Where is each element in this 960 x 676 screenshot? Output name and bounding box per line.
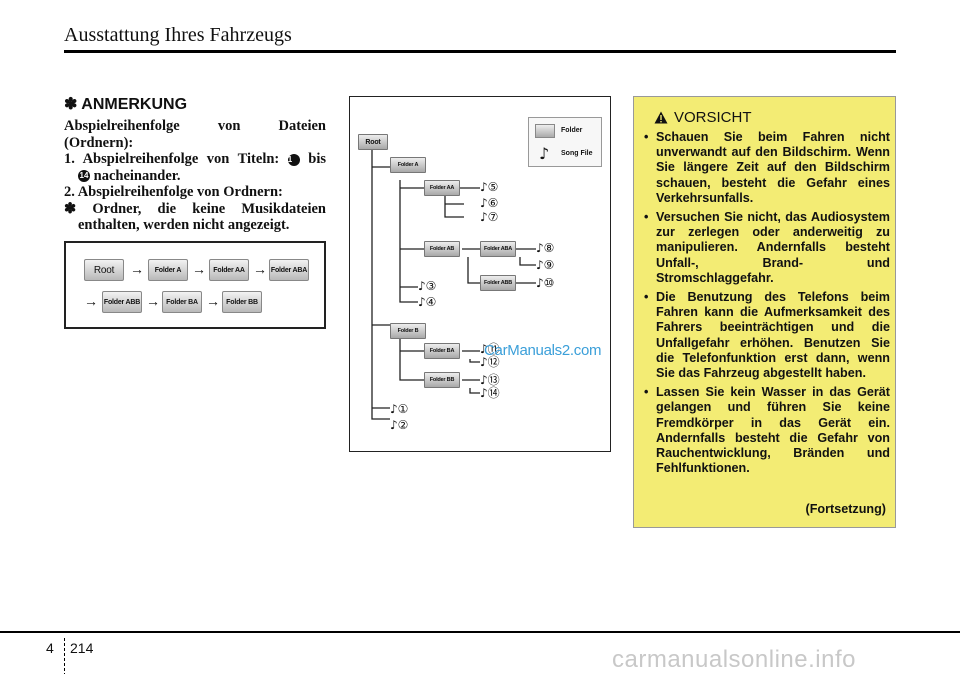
tree-folder-aa: Folder AA — [424, 180, 460, 196]
music-note-icon: ♪ — [539, 144, 550, 163]
tree-connector-lines — [371, 150, 536, 420]
song-1: ♪① — [390, 402, 409, 416]
folder-tree-diagram: Root Folder A Folder AA Folder AB Folder… — [349, 96, 611, 452]
seq-folder-aa: Folder AA — [209, 259, 249, 281]
star-icon: ✽ — [64, 200, 77, 217]
tree-folder-bb: Folder BB — [424, 372, 460, 388]
song-number-end-icon: 14 — [78, 170, 90, 183]
footer-divider — [0, 631, 960, 633]
caution-header: VORSICHT — [654, 109, 752, 126]
song-13: ♪⑬ — [480, 373, 500, 387]
page-header-title: Ausstattung Ihres Fahrzeugs — [64, 24, 292, 46]
tree-folder-ab: Folder AB — [424, 241, 460, 257]
note-item-1-text: 1. Abspielreihenfolge von Titeln: — [64, 151, 280, 167]
note-title: ✽ ANMERKUNG — [64, 94, 326, 114]
seq-folder-ba: Folder BA — [162, 291, 202, 313]
note-item-3-cont: enthalten, werden nicht angezeigt. — [78, 217, 290, 233]
caution-item: Die Benutzung des Telefons beim Fahren k… — [642, 290, 890, 381]
chapter-number: 4 — [46, 640, 54, 656]
carmanuals-watermark: CarManuals2.com — [484, 342, 602, 359]
star-icon: ✽ — [64, 96, 78, 113]
header-divider — [64, 50, 896, 53]
legend-song-label: Song File — [561, 150, 593, 157]
song-3: ♪③ — [418, 279, 437, 293]
tree-folder-ba: Folder BA — [424, 343, 460, 359]
song-2: ♪② — [390, 418, 409, 432]
song-4: ♪④ — [418, 295, 437, 309]
song-14: ♪⑭ — [480, 386, 500, 400]
caution-title: VORSICHT — [674, 109, 752, 126]
tree-folder-b: Folder B — [390, 323, 426, 339]
footer-separator — [64, 638, 65, 674]
note-item-3: ✽ Ordner, die keine Musikdateien — [64, 201, 326, 218]
song-9: ♪⑨ — [536, 258, 555, 272]
note-item-1-mid: bis — [308, 151, 327, 167]
note-section: ✽ ANMERKUNG Abspielreihenfolge von Datei… — [64, 94, 326, 234]
caution-item: Lassen Sie kein Wasser in das Gerät gela… — [642, 385, 890, 476]
tree-folder-abb: Folder ABB — [480, 275, 516, 291]
seq-folder-aba: Folder ABA — [269, 259, 309, 281]
folder-icon — [535, 124, 555, 138]
song-10: ♪⑩ — [536, 276, 555, 290]
note-item-3-text: Ordner, die keine Musikdateien — [92, 200, 326, 217]
folder-sequence-diagram: Root → Folder A → Folder AA → Folder ABA… — [64, 241, 326, 329]
seq-folder-a: Folder A — [148, 259, 188, 281]
note-item-2: 2. Abspielreihenfolge von Ordnern: — [64, 184, 283, 200]
seq-folder-bb: Folder BB — [222, 291, 262, 313]
caution-box: VORSICHT Schauen Sie beim Fahren nicht u… — [633, 96, 896, 528]
tree-folder-root: Root — [358, 134, 388, 150]
song-8: ♪⑧ — [536, 241, 555, 255]
seq-folder-root: Root — [84, 259, 124, 281]
song-6: ♪⑥ — [480, 196, 499, 210]
tree-folder-aba: Folder ABA — [480, 241, 516, 257]
tree-folder-a: Folder A — [390, 157, 426, 173]
arrow-right-icon: → — [130, 261, 144, 277]
song-number-start-icon: 1 — [287, 153, 300, 166]
arrow-right-icon: → — [84, 293, 98, 309]
legend-folder-label: Folder — [561, 127, 583, 134]
seq-folder-abb: Folder ABB — [102, 291, 142, 313]
site-watermark: carmanualsonline.info — [612, 646, 856, 673]
arrow-right-icon: → — [146, 293, 160, 309]
warning-triangle-icon — [654, 111, 668, 124]
note-line-1: Abspielreihenfolge von Dateien — [64, 118, 326, 134]
song-12: ♪⑫ — [480, 355, 500, 369]
note-item-1: 1. Abspielreihenfolge von Titeln: 1 bis — [64, 151, 326, 168]
song-11: ♪⑪ — [480, 342, 500, 356]
arrow-right-icon: → — [206, 293, 220, 309]
arrow-right-icon: → — [192, 261, 206, 277]
note-item-1-cont-text: nacheinander. — [93, 167, 181, 184]
song-7: ♪⑦ — [480, 210, 499, 224]
note-item-1-cont: 14 nacheinander. — [64, 168, 326, 185]
note-line-2: (Ordnern): — [64, 134, 134, 151]
note-title-text: ANMERKUNG — [81, 96, 188, 113]
song-5: ♪⑤ — [480, 180, 499, 194]
arrow-right-icon: → — [253, 261, 267, 277]
caution-item: Schauen Sie beim Fahren nicht unverwandt… — [642, 130, 890, 206]
tree-legend: Folder ♪ Song File — [528, 117, 602, 167]
page-number: 214 — [70, 640, 94, 656]
caution-list: Schauen Sie beim Fahren nicht unverwandt… — [642, 130, 890, 480]
continued-label: (Fortsetzung) — [805, 502, 886, 516]
caution-item: Versuchen Sie nicht, das Audiosystem zur… — [642, 210, 890, 286]
